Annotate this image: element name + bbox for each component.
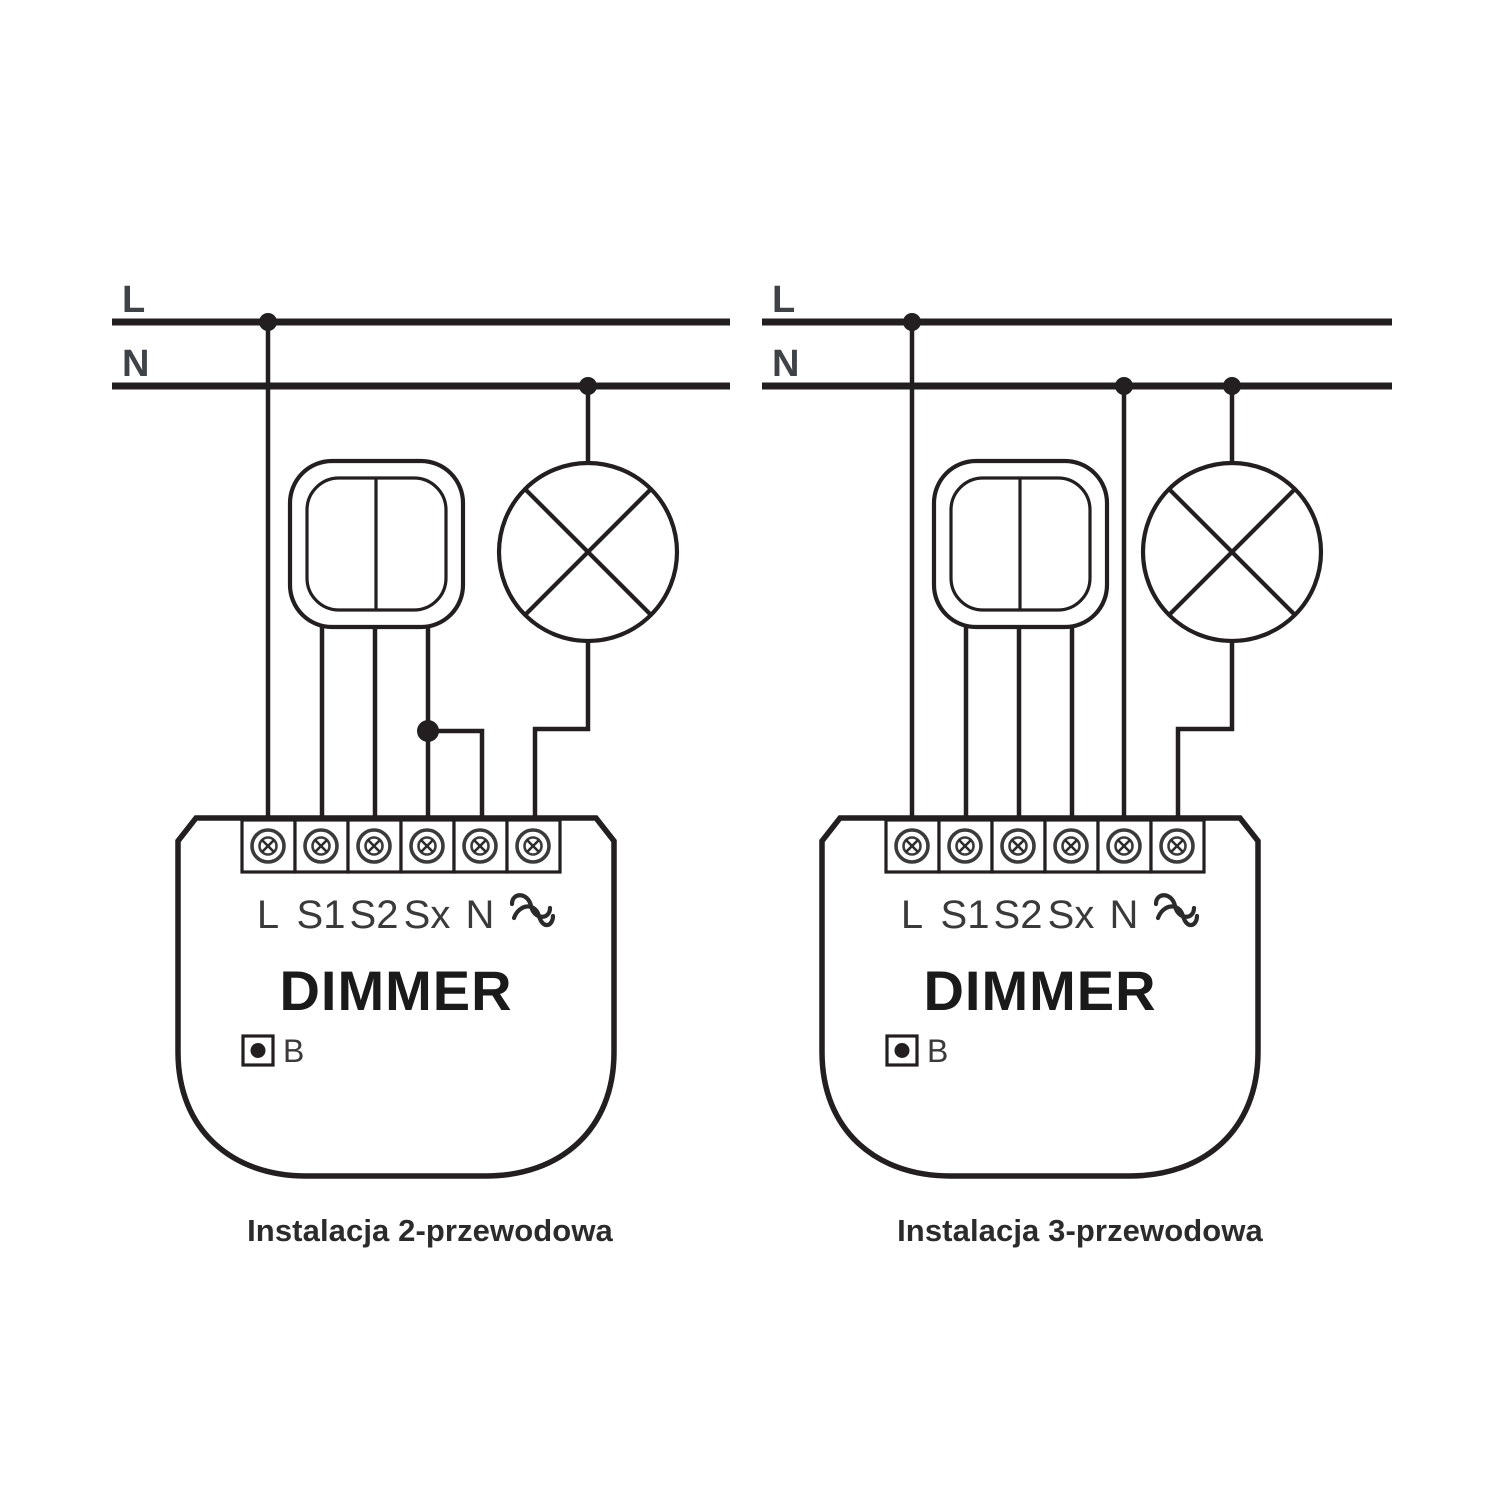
terminal-screw-5-left <box>462 828 498 864</box>
terminal-label-L-right: L <box>901 893 923 937</box>
b-button-label-left: B <box>283 1033 304 1069</box>
terminal-label-S2-right: S2 <box>994 893 1043 937</box>
panel-right-3wire: L S1 S2 Sx N DIMMER B L N <box>762 279 1392 1179</box>
antenna-icon-left <box>509 893 556 928</box>
terminal-screw-2-left <box>303 828 339 864</box>
terminal-screw-6-right <box>1159 828 1195 864</box>
terminal-screw-4-right <box>1053 828 1089 864</box>
antenna-icon-right <box>1153 893 1200 928</box>
caption-right-panel: Instalacja 3-przewodowa <box>897 1213 1263 1248</box>
terminal-screw-5-right <box>1106 828 1142 864</box>
terminal-label-S1-left: S1 <box>297 893 346 937</box>
terminal-screw-2-right <box>947 828 983 864</box>
wire-sx-branch-to-N-left <box>428 728 485 818</box>
terminal-screw-4-left <box>409 828 445 864</box>
junction-dot-neutral-N-right <box>1115 377 1133 395</box>
device-brand-label-left: DIMMER <box>279 959 512 1022</box>
terminal-label-Sx-right: Sx <box>1048 893 1095 937</box>
wire-lamp-to-terminal6-left <box>532 641 591 818</box>
terminal-screw-1-right <box>894 828 930 864</box>
terminal-label-S1-right: S1 <box>941 893 990 937</box>
terminal-label-N-right: N <box>1110 893 1139 937</box>
live-rail-label-right: L <box>772 279 795 321</box>
terminal-screw-3-right <box>1000 828 1036 864</box>
terminal-screw-1-left <box>250 828 286 864</box>
panel-left-2wire: L S1 S2 Sx N DIMMER B L N <box>112 279 730 1179</box>
b-button-left[interactable] <box>241 1034 275 1067</box>
neutral-rail-label-left: N <box>122 343 149 385</box>
device-brand-label-right: DIMMER <box>923 959 1156 1022</box>
terminal-label-Sx-left: Sx <box>404 893 451 937</box>
terminal-screw-3-left <box>356 828 392 864</box>
b-button-label-right: B <box>927 1033 948 1069</box>
caption-left-panel: Instalacja 2-przewodowa <box>247 1213 613 1248</box>
dimmer-module-body-left <box>175 815 617 1179</box>
junction-dot-neutral-lamp-left <box>579 377 597 395</box>
terminal-block-left <box>240 818 562 874</box>
terminal-label-N-left: N <box>466 893 495 937</box>
junction-dot-live-left <box>259 313 277 331</box>
junction-dot-live-right <box>903 313 921 331</box>
wire-lamp-to-terminal6-right <box>1175 641 1235 818</box>
terminal-block-right <box>884 818 1206 874</box>
neutral-rail-label-right: N <box>772 343 799 385</box>
junction-dot-neutral-lamp-right <box>1223 377 1241 395</box>
terminal-label-L-left: L <box>257 893 279 937</box>
dimmer-module-body-right <box>819 815 1261 1179</box>
terminal-screw-6-left <box>515 828 551 864</box>
live-rail-label-left: L <box>122 279 145 321</box>
b-button-right[interactable] <box>885 1034 919 1067</box>
lamp-cross-2-right <box>1167 487 1297 617</box>
lamp-cross-2-left <box>523 487 653 617</box>
terminal-label-S2-left: S2 <box>350 893 399 937</box>
